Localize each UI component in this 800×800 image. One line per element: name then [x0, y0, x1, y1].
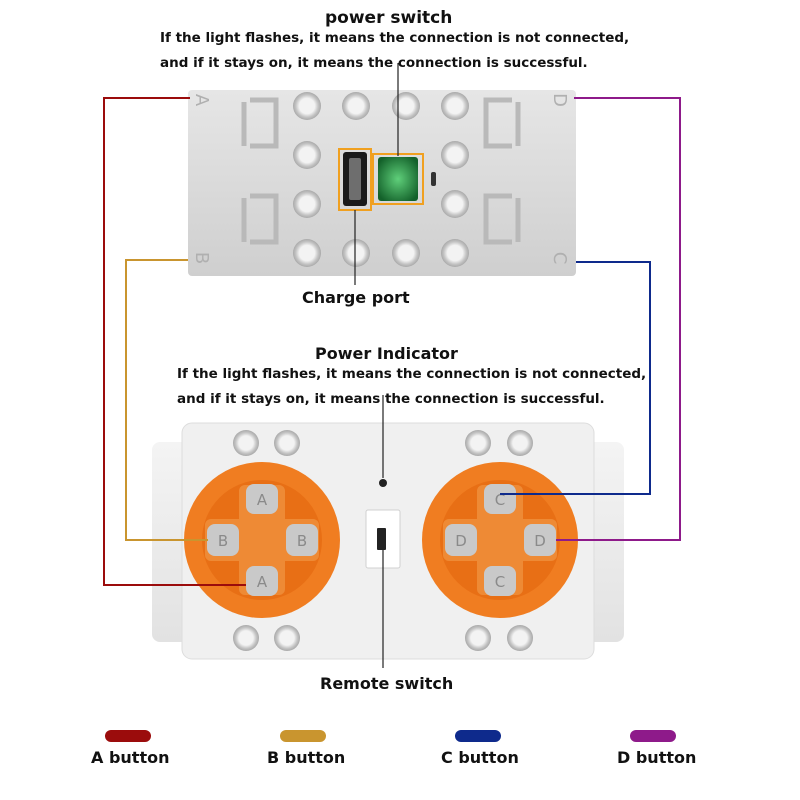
power-indicator-note-2: and if it stays on, it means the connect… [177, 391, 605, 407]
legend-a-label: A button [91, 748, 170, 767]
charge-port-label: Charge port [302, 288, 410, 307]
left-pad-left-button[interactable] [207, 524, 239, 556]
port-b-letter: B [191, 252, 212, 264]
receiver-module [188, 90, 576, 276]
power-switch-note-1: If the light flashes, it means the conne… [160, 30, 630, 46]
legend-b-label: B button [267, 748, 346, 767]
power-switch[interactable] [378, 157, 418, 201]
a-connection-line [103, 97, 246, 586]
status-light [431, 172, 436, 186]
port-c-letter: C [549, 252, 570, 265]
power-indicator-light [379, 479, 387, 487]
power-switch-note-2: and if it stays on, it means the connect… [160, 55, 588, 71]
b-connection-line [125, 259, 208, 541]
port-d-letter: D [549, 93, 570, 107]
legend-c-swatch [455, 730, 501, 742]
left-pad-right-button[interactable] [286, 524, 318, 556]
remote-switch-label: Remote switch [320, 674, 454, 693]
d-connection-line [556, 97, 681, 541]
legend-b-swatch [280, 730, 326, 742]
c-connection-line [500, 261, 651, 495]
power-indicator-note-1: If the light flashes, it means the conne… [177, 366, 647, 382]
port-connectors [241, 97, 521, 245]
leader-lines [354, 63, 399, 668]
legend-d-swatch [630, 730, 676, 742]
right-pad-right-button[interactable] [524, 524, 556, 556]
left-pad-down-button[interactable] [246, 566, 278, 596]
right-pad-up-button[interactable] [484, 484, 516, 514]
legend-c-label: C button [441, 748, 519, 767]
right-pad-down-letter: C [495, 573, 505, 591]
right-pad-left-letter: D [455, 532, 467, 550]
receiver-studs [293, 92, 469, 267]
left-pad-down-letter: A [257, 573, 268, 591]
left-pad-left-letter: B [218, 532, 228, 550]
left-pad-right-letter: B [297, 532, 307, 550]
right-control-pad [422, 462, 578, 618]
port-a-letter: A [191, 94, 212, 107]
left-pad-up-button[interactable] [246, 484, 278, 514]
legend-a-swatch [105, 730, 151, 742]
left-pad-up-letter: A [257, 491, 268, 509]
right-pad-down-button[interactable] [484, 566, 516, 596]
pad-letters: A B B A C D D C [218, 491, 546, 591]
right-pad-right-letter: D [534, 532, 546, 550]
connection-lines [103, 97, 681, 586]
right-pad-left-button[interactable] [445, 524, 477, 556]
left-control-pad [184, 462, 340, 618]
right-pad-up-letter: C [495, 491, 505, 509]
legend-d-label: D button [617, 748, 697, 767]
power-switch-title: power switch [325, 8, 453, 28]
receiver-port-letters: A B C D [191, 93, 570, 264]
power-indicator-title: Power Indicator [315, 344, 458, 363]
